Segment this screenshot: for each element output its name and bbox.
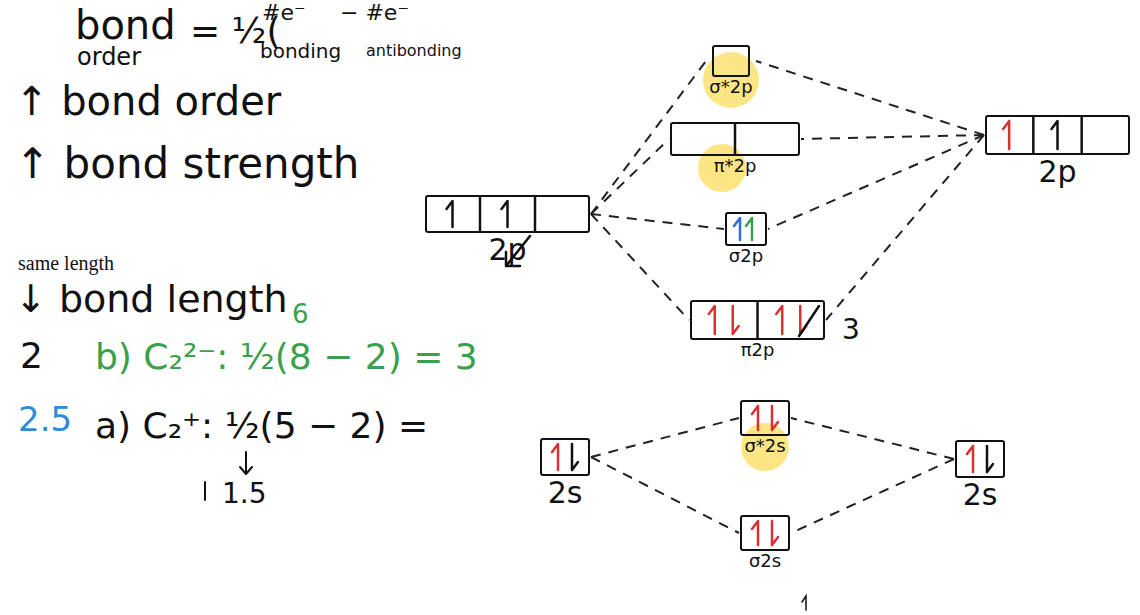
correlation-line (591, 139, 669, 214)
trend-note: ↑ bond order (15, 78, 281, 124)
electron-arrow (732, 306, 738, 334)
orbital-label: σ2s (739, 551, 791, 572)
electron-drawing (985, 115, 1130, 155)
formula-word: bond (75, 2, 176, 48)
formula-word: order (77, 44, 141, 72)
molecular-orbital: σ*2s (739, 400, 791, 457)
electron-drawing (740, 400, 790, 436)
slot-divider (756, 300, 759, 340)
electron-arrow (987, 446, 993, 472)
atomic-orbital: 2p (984, 115, 1131, 190)
typed-note: same length (18, 252, 114, 275)
orbital-label: 2p (984, 155, 1131, 190)
electron-drawing (725, 212, 767, 246)
correlation-line (591, 418, 739, 457)
formula-subscript: antibonding (366, 42, 462, 60)
electron-drawing (955, 440, 1005, 478)
electron-drawing (425, 195, 590, 233)
electron-arrow (552, 444, 558, 470)
orbital-label: π*2p (669, 156, 801, 177)
orbital-box (425, 195, 590, 233)
trend-note: ↑ bond strength (15, 140, 359, 188)
electron-arrow (501, 201, 507, 227)
correlation-line (591, 214, 724, 229)
answer-number: 1.5 (222, 478, 267, 510)
down-arrow (240, 452, 252, 474)
electron-drawing (690, 300, 825, 340)
molecular-orbital: π2p (689, 300, 826, 361)
electron-arrow (776, 306, 782, 334)
electron-arrow (734, 218, 740, 240)
correction-number: 6 (292, 300, 309, 330)
orbital-label: 2s (954, 478, 1006, 513)
correlation-line (826, 135, 984, 320)
formula-subscript: bonding (260, 40, 341, 63)
trend-note: ↓ bond length (15, 278, 288, 322)
slot-divider (1032, 115, 1035, 155)
orbital-label: π2p (689, 340, 826, 361)
orbital-label: σ*2p (706, 77, 756, 98)
orbital-box (985, 115, 1130, 155)
electron-arrow (752, 406, 758, 430)
correlation-line (791, 418, 954, 459)
orbital-label: 2s (539, 476, 591, 511)
electron-arrow (708, 306, 714, 334)
molecular-orbital: σ*2p (706, 45, 756, 98)
electron-arrow (772, 521, 778, 545)
answer-number: 2.5 (18, 400, 72, 439)
correlation-line (791, 459, 954, 533)
orbital-label: σ*2s (739, 436, 791, 457)
formula-term: #e⁻ (262, 0, 306, 25)
electron-drawing (740, 515, 790, 551)
electron-arrow (746, 218, 752, 240)
electron-drawing (670, 122, 800, 156)
orbital-box (670, 122, 800, 156)
orbital-box (740, 400, 790, 436)
electron-arrow (772, 406, 778, 430)
electron-arrow (967, 446, 973, 472)
orbital-box (690, 300, 825, 340)
slot-divider (478, 195, 481, 233)
tick-mark (802, 596, 806, 610)
electron-drawing (712, 45, 750, 77)
orbital-box (540, 438, 590, 476)
electron-drawing (540, 438, 590, 476)
bond-order-note: 3 (842, 314, 860, 346)
slot-divider (533, 195, 536, 233)
answer-number: 2 (20, 335, 43, 376)
formula-term: − #e⁻ (340, 0, 409, 25)
electron-arrow (752, 521, 758, 545)
orbital-box (955, 440, 1005, 478)
orbital-label: σ2p (724, 246, 768, 267)
slot-divider (733, 122, 736, 156)
correlation-line (768, 135, 984, 229)
electron-arrow (1051, 121, 1057, 149)
atomic-orbital: 2s (954, 440, 1006, 513)
atomic-orbital: 2s (539, 438, 591, 511)
atomic-orbital: 2p (424, 195, 591, 268)
orbital-box (740, 515, 790, 551)
orbital-box (712, 45, 750, 77)
molecular-orbital: σ2s (739, 515, 791, 572)
pen-slash (799, 306, 819, 336)
electron-arrow (572, 444, 578, 470)
worked-problem: b) C₂²⁻: ½(8 − 2) = 3 (95, 336, 478, 377)
molecular-orbital: π*2p (669, 122, 801, 177)
tick-mark (204, 482, 206, 500)
orbital-label: 2p (424, 233, 591, 268)
electron-arrow (1003, 121, 1009, 149)
molecular-orbital: σ2p (724, 212, 768, 267)
orbital-box (725, 212, 767, 246)
worked-problem: a) C₂⁺: ½(5 − 2) = (95, 405, 428, 446)
correlation-line (801, 135, 984, 139)
correlation-line (591, 61, 706, 214)
slot-divider (1080, 115, 1083, 155)
electron-arrow (446, 201, 452, 227)
correlation-line (591, 457, 739, 533)
correlation-line (591, 214, 689, 320)
